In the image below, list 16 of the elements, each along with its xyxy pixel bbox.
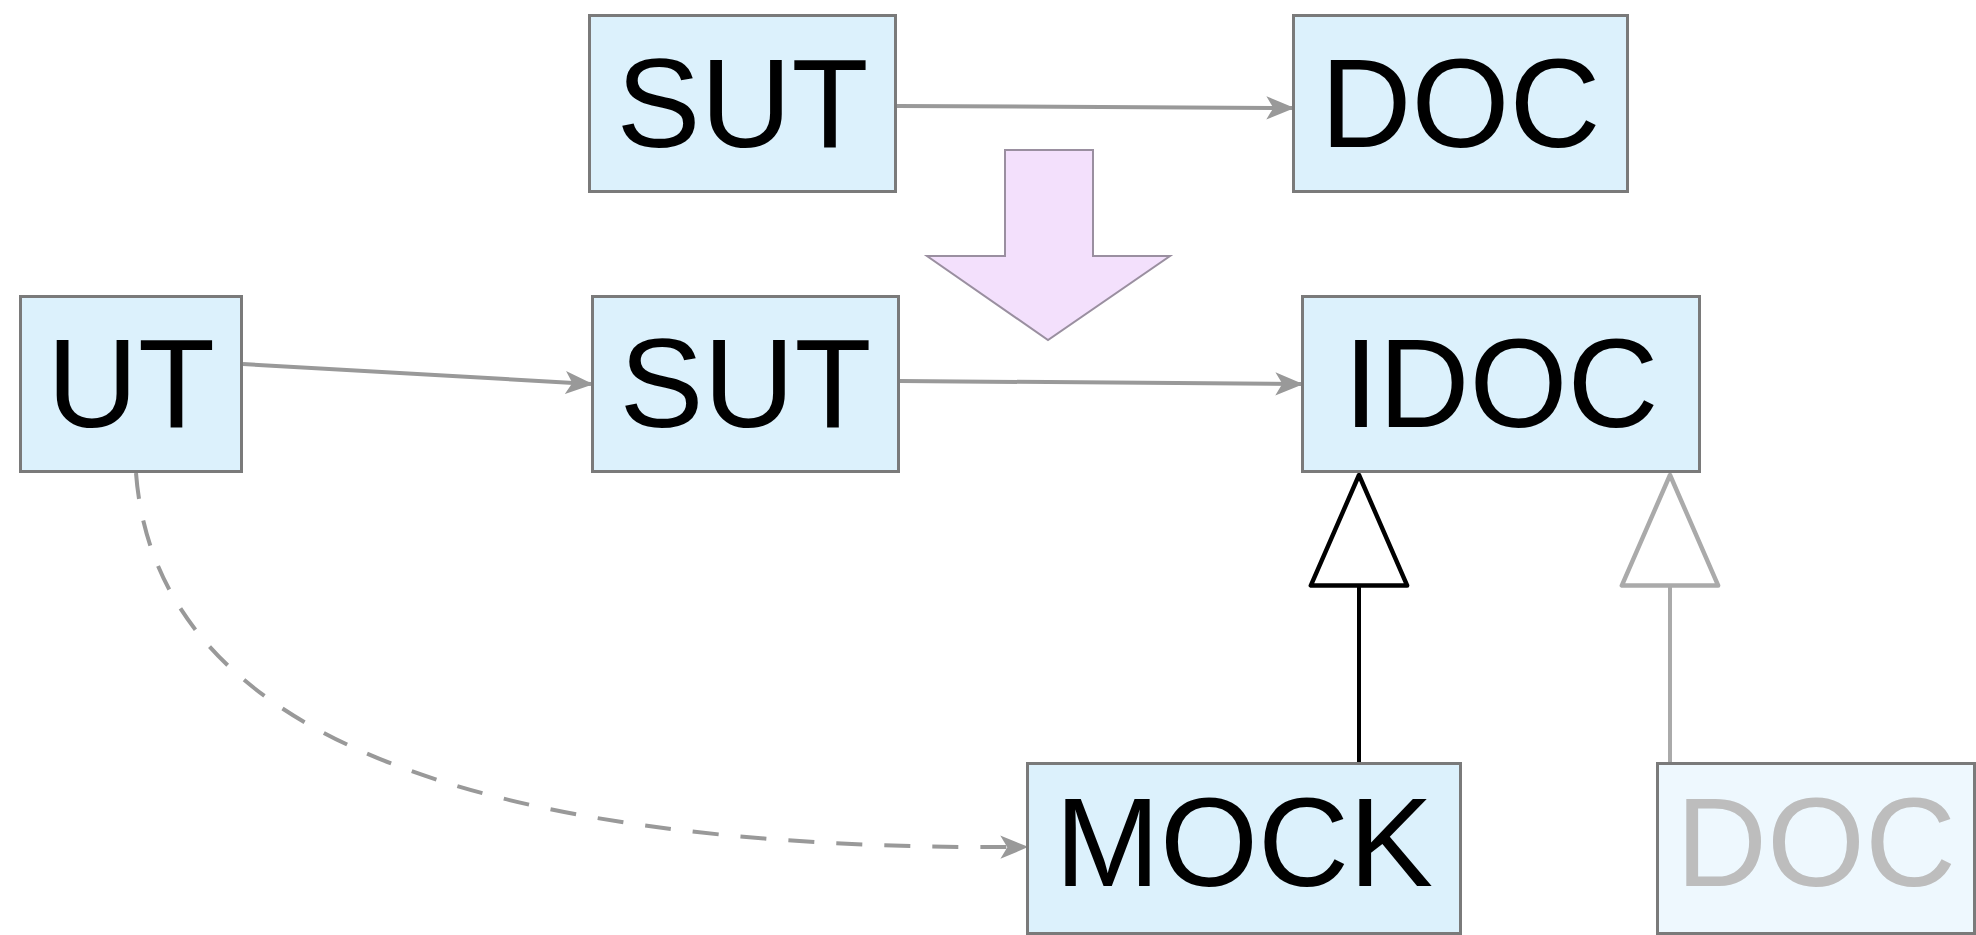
inheritance-arrow	[1619, 472, 1721, 762]
class-box	[1656, 762, 1976, 935]
class-name: MOCK	[1055, 779, 1433, 906]
class-name: IDOC	[1343, 321, 1659, 447]
class-box	[1026, 762, 1462, 935]
class-box	[19, 295, 243, 473]
class-box	[1292, 14, 1629, 193]
class-name: DOC	[1320, 40, 1601, 167]
class-box	[588, 14, 897, 193]
class-name: DOC	[1676, 779, 1956, 906]
inheritance-arrow	[1308, 472, 1410, 762]
class-box	[591, 295, 900, 473]
class-name: UT	[47, 321, 215, 447]
class-name: SUT	[616, 40, 869, 167]
class-name: SUT	[619, 321, 872, 447]
class-box	[1301, 295, 1701, 473]
